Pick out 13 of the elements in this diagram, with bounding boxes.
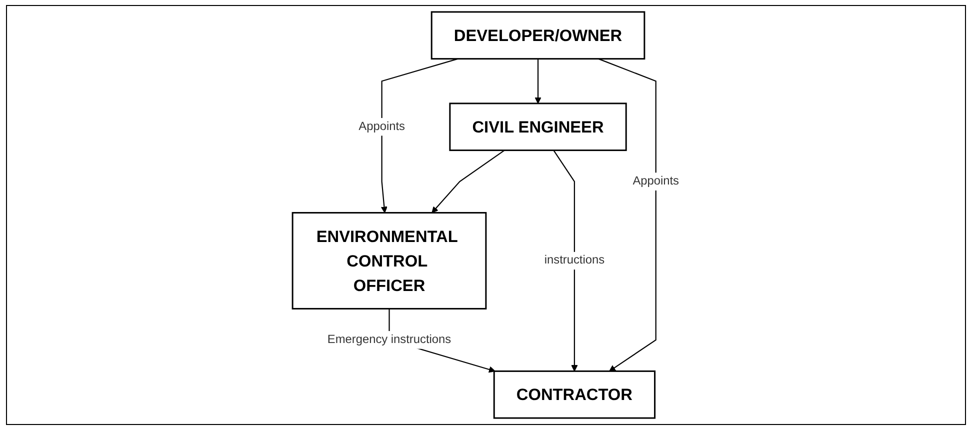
node-box: DEVELOPER/OWNER	[431, 11, 646, 60]
arrow	[598, 58, 657, 372]
arrow	[534, 58, 542, 104]
node-box: CIVIL ENGINEER	[449, 102, 628, 152]
edge-label: Emergency instructions	[328, 333, 452, 346]
edge-label: Appoints	[358, 120, 406, 133]
edge-label: Appoints	[632, 174, 680, 188]
node-box: ENVIRONMENTAL CONTROL OFFICER	[292, 212, 487, 310]
edge-label: instructions	[544, 254, 605, 267]
arrow	[432, 150, 505, 214]
arrow	[381, 58, 458, 214]
arrow	[553, 150, 578, 372]
node-box: CONTRACTOR	[494, 370, 656, 419]
